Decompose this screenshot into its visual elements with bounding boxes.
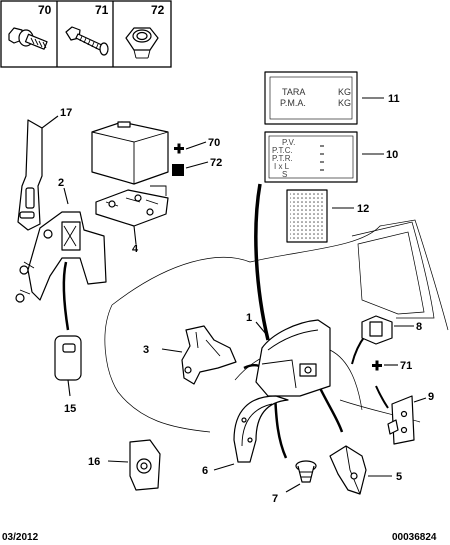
part-number-72: 72 xyxy=(151,3,165,17)
callout-17: 17 xyxy=(60,107,72,119)
callout-12: 12 xyxy=(357,203,369,215)
screw-with-washer-icon xyxy=(65,26,109,56)
bracket-3 xyxy=(161,325,237,385)
label-pv: P.V. xyxy=(282,138,295,147)
label-kg-2: KG xyxy=(338,98,351,108)
callout-8: 8 xyxy=(416,321,422,333)
battery-tray-4 xyxy=(91,121,169,245)
push-clip-7 xyxy=(285,460,317,493)
callout-7: 7 xyxy=(272,493,278,505)
label-plate-11: TARA KG P.M.A. KG xyxy=(264,71,384,125)
bracket-9 xyxy=(387,395,427,445)
clip-16 xyxy=(107,439,161,491)
fastener-table: 70 71 72 xyxy=(0,0,172,68)
callout-72: 72 xyxy=(210,157,222,169)
callout-4: 4 xyxy=(132,243,139,255)
callout-16: 16 xyxy=(88,456,100,468)
label-plate-10: P.V. P.T.C. P.T.R. I x L S xyxy=(264,131,384,183)
wheel-arch-housing-1 xyxy=(255,319,331,397)
label-pma: P.M.A. xyxy=(280,98,306,108)
part-number-70: 70 xyxy=(38,3,52,17)
footer-reference: 00036824 xyxy=(392,532,437,543)
lock-nut-icon xyxy=(125,27,159,59)
clip-8 xyxy=(361,315,414,345)
callout-numbers: 17 2 15 4 70 72 11 10 12 3 1 8 71 9 16 6… xyxy=(58,93,434,505)
clip-15 xyxy=(54,335,82,397)
callout-6: 6 xyxy=(202,465,208,477)
callout-15: 15 xyxy=(64,403,76,415)
leader-lines xyxy=(62,183,389,459)
label-tara: TARA xyxy=(282,87,305,97)
label-ptc: P.T.C. xyxy=(272,146,293,155)
bolt-with-washer-icon xyxy=(8,27,48,50)
label-ixl: I x L xyxy=(274,162,290,171)
label-ptr: P.T.R. xyxy=(272,154,293,163)
mounting-bracket-2 xyxy=(15,187,107,303)
callout-3: 3 xyxy=(143,344,149,356)
callout-2: 2 xyxy=(58,177,64,189)
bracket-5 xyxy=(329,445,392,495)
plus-symbol-71 xyxy=(372,360,398,371)
wheel-arch-liner-6 xyxy=(213,395,289,471)
callout-5: 5 xyxy=(396,471,402,483)
label-s: S xyxy=(282,170,287,179)
callout-71: 71 xyxy=(400,360,412,372)
label-kg-1: KG xyxy=(338,87,351,97)
plus-symbol-70 xyxy=(174,141,207,154)
bracket-plate-17 xyxy=(17,115,59,231)
callout-1: 1 xyxy=(246,312,252,324)
part-number-71: 71 xyxy=(95,3,109,17)
callout-10: 10 xyxy=(386,149,398,161)
footer-date: 03/2012 xyxy=(2,532,39,543)
label-plate-12 xyxy=(286,189,354,243)
callout-70: 70 xyxy=(208,137,220,149)
callout-9: 9 xyxy=(428,391,434,403)
square-symbol-72 xyxy=(172,161,209,176)
callout-11: 11 xyxy=(388,93,400,105)
